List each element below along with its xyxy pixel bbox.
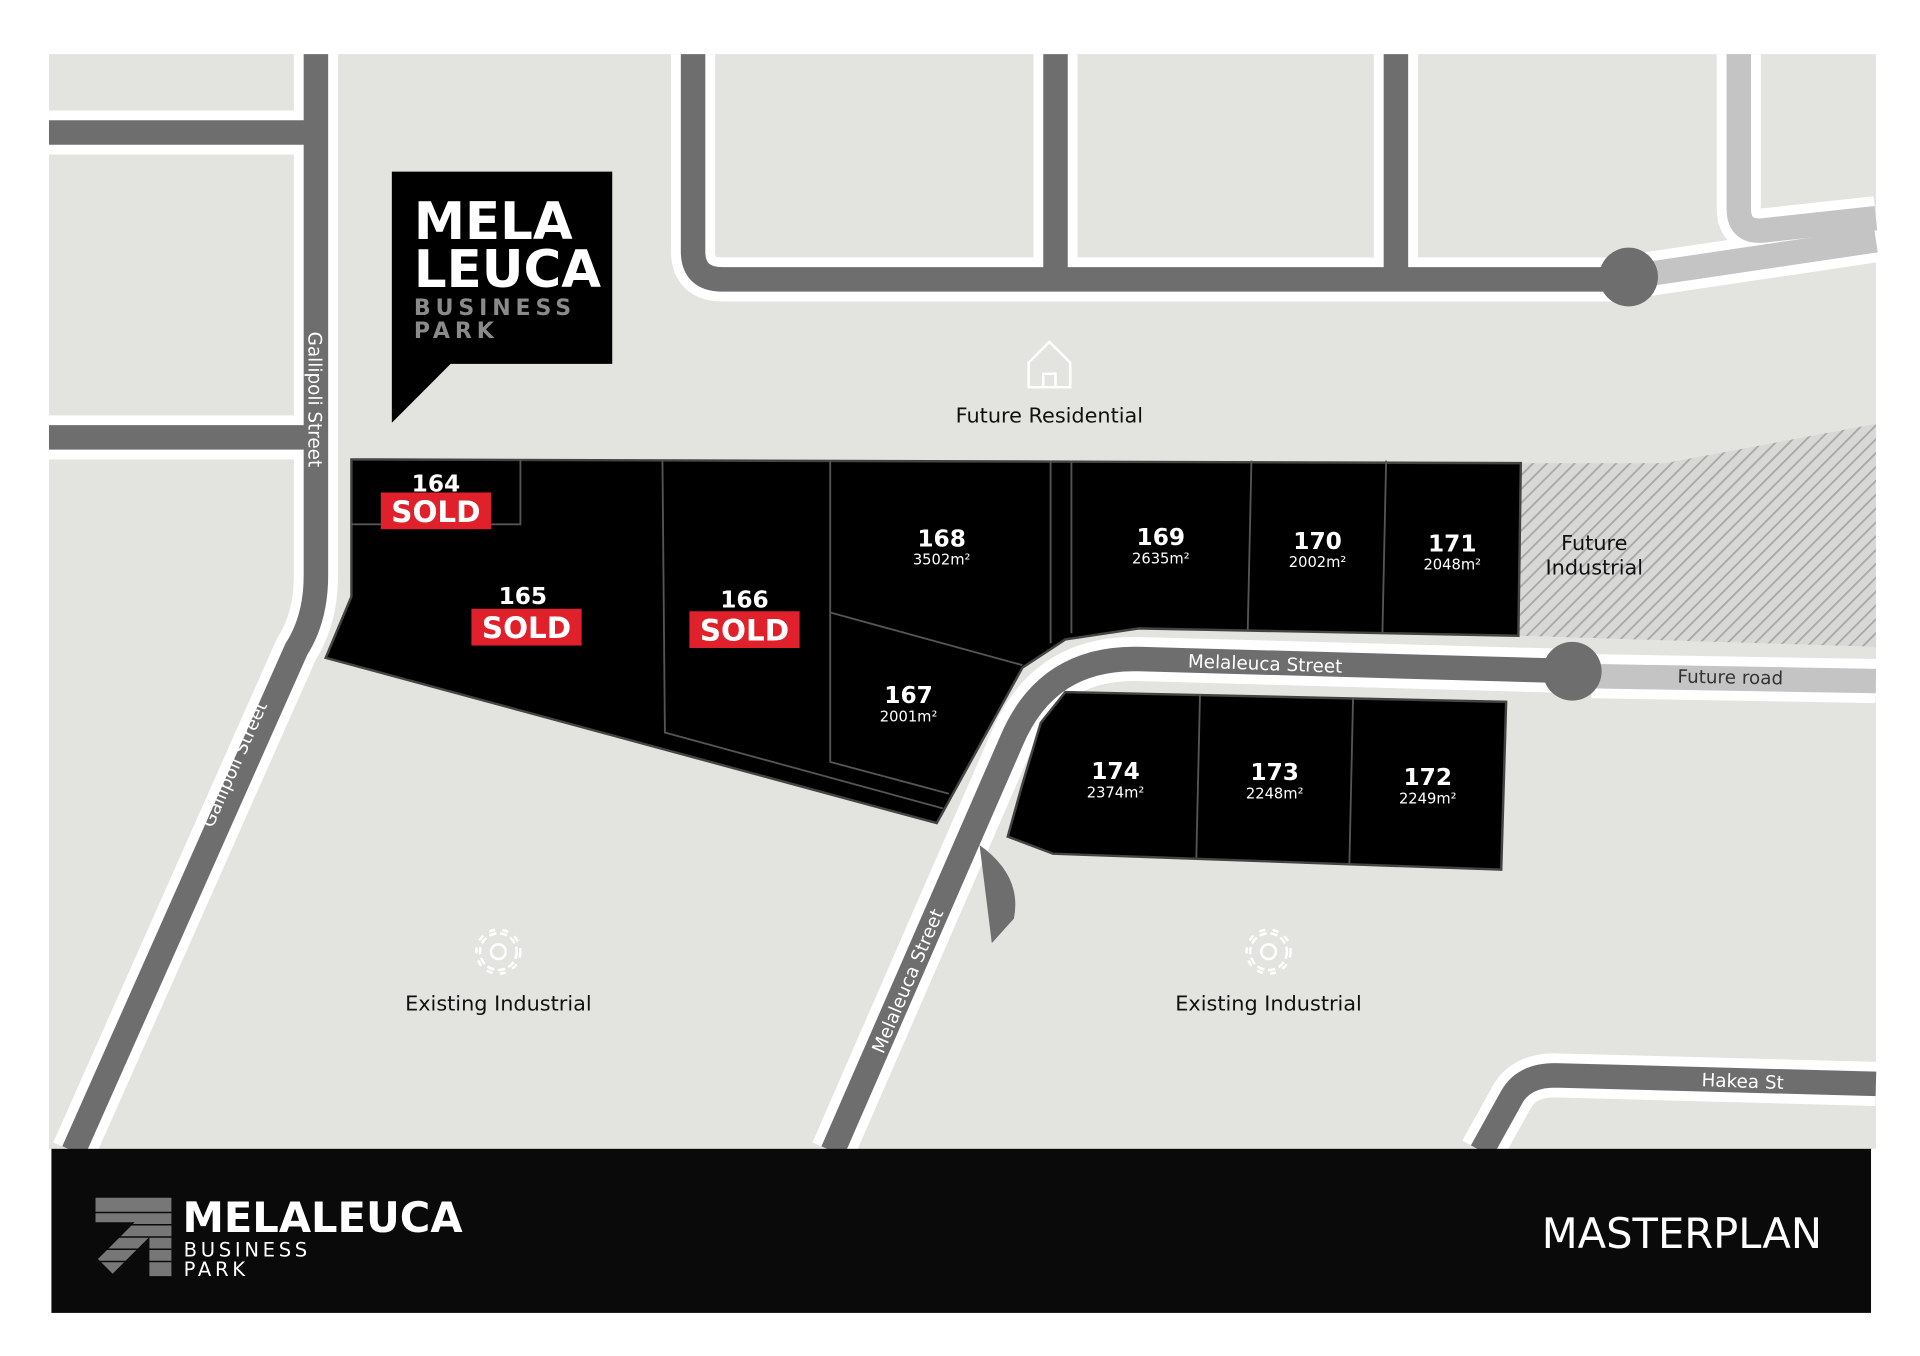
sold-badge bbox=[471, 608, 582, 646]
footer-brand: MELALEUCA bbox=[182, 1193, 463, 1242]
melaleuca-street-road bbox=[821, 646, 1580, 1157]
footer-title: MASTERPLAN bbox=[1542, 1209, 1822, 1258]
park-sign: MELA LEUCA BUSINESS PARK bbox=[391, 171, 613, 423]
sign-text: LEUCA bbox=[414, 240, 601, 300]
lot-number: 171 bbox=[1428, 530, 1477, 557]
zone-label-future-residential: Future Residential bbox=[956, 404, 1143, 428]
zone-label-future-industrial: Future bbox=[1561, 531, 1627, 555]
lot-166[interactable]: 166 SOLD bbox=[689, 587, 800, 648]
lot-area: 2249m² bbox=[1399, 791, 1457, 808]
sold-badge bbox=[689, 611, 800, 648]
sold-label: SOLD bbox=[700, 614, 789, 648]
future-industrial-area bbox=[1518, 423, 1876, 647]
sold-badge bbox=[380, 492, 492, 530]
street-label-gallipoli: Gallipoli Street bbox=[304, 332, 325, 467]
zone-label-existing-industrial: Existing Industrial bbox=[1175, 991, 1362, 1015]
hakea-street-road bbox=[1470, 1063, 1877, 1158]
future-road bbox=[1591, 663, 1877, 694]
lot-boundaries bbox=[1195, 694, 1354, 864]
lot-number: 166 bbox=[720, 587, 769, 614]
zone-label-future-industrial: Industrial bbox=[1546, 556, 1644, 580]
gallipoli-street-road bbox=[62, 54, 329, 1157]
lot-area: 3502m² bbox=[913, 552, 971, 569]
lot-165[interactable]: 165 SOLD bbox=[471, 583, 582, 646]
lot-boundaries bbox=[351, 459, 1388, 810]
street-label-future-road: Future road bbox=[1677, 667, 1783, 690]
residential-loop-road bbox=[680, 54, 1629, 292]
brand-logo-icon bbox=[95, 1197, 172, 1277]
gear-icon bbox=[475, 928, 522, 975]
lot-area: 2248m² bbox=[1246, 786, 1304, 803]
sign-text: MELA bbox=[414, 192, 573, 252]
sold-label: SOLD bbox=[391, 495, 480, 529]
house-icon bbox=[1027, 340, 1072, 389]
lot-area: 2635m² bbox=[1132, 551, 1190, 568]
gear-icon bbox=[1245, 928, 1292, 975]
footer-brand-sub: BUSINESS bbox=[184, 1239, 311, 1262]
sold-label: SOLD bbox=[482, 611, 571, 645]
lot-area: 2374m² bbox=[1087, 784, 1145, 801]
lot-number: 174 bbox=[1091, 758, 1140, 785]
sign-text: PARK bbox=[414, 319, 499, 344]
future-roads bbox=[1591, 54, 1878, 694]
street-label-hakea: Hakea St bbox=[1701, 1070, 1784, 1094]
sign-text: BUSINESS bbox=[414, 296, 576, 321]
lot-area: 2048m² bbox=[1423, 557, 1481, 574]
lot-number: 167 bbox=[884, 682, 933, 709]
lots-north-block[interactable] bbox=[324, 458, 1523, 825]
roads bbox=[48, 54, 1877, 1158]
cul-de-sac bbox=[1542, 641, 1602, 701]
lot-number: 168 bbox=[917, 525, 966, 552]
footer-bar bbox=[51, 1148, 1872, 1313]
lot-number: 169 bbox=[1137, 524, 1186, 551]
zone-label-existing-industrial: Existing Industrial bbox=[405, 991, 592, 1015]
lots-south-block[interactable] bbox=[1006, 690, 1508, 871]
road-bulge bbox=[979, 845, 1016, 944]
lot-area: 2001m² bbox=[880, 708, 938, 725]
lot-area: 2002m² bbox=[1289, 554, 1347, 571]
lot-number: 172 bbox=[1403, 764, 1452, 791]
cul-de-sac bbox=[1599, 247, 1658, 307]
lot-number: 170 bbox=[1293, 528, 1342, 555]
footer-brand-sub: PARK bbox=[184, 1258, 249, 1281]
lot-164[interactable]: 164 SOLD bbox=[380, 470, 492, 530]
lot-number: 165 bbox=[499, 583, 548, 610]
lot-number: 173 bbox=[1250, 759, 1299, 786]
